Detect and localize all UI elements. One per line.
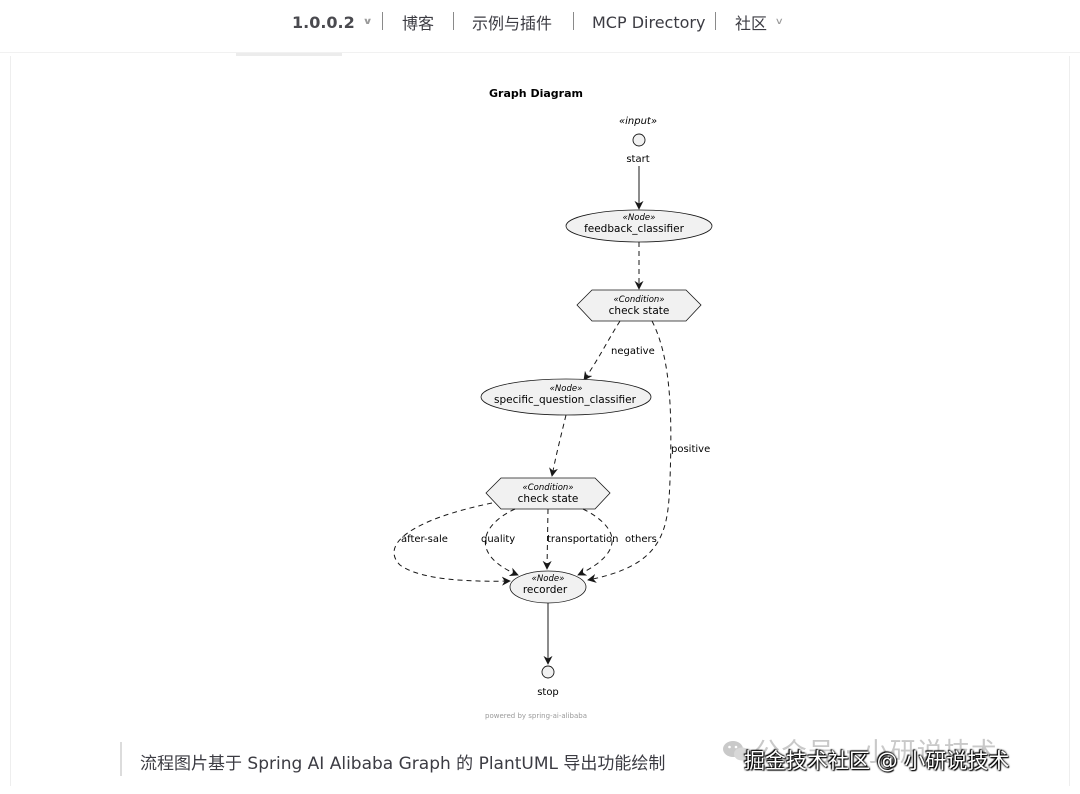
caption-quote-bar xyxy=(120,742,122,776)
chevron-down-icon: ∨ xyxy=(362,17,373,27)
nav-mcp-label: MCP Directory xyxy=(592,12,706,32)
nav-community-label: 社区 xyxy=(735,14,768,33)
nav-community-dropdown[interactable]: 社区 ∨ xyxy=(735,11,784,33)
stop-label: stop xyxy=(537,687,559,698)
edge-label-after-sale: after-sale xyxy=(401,534,448,545)
node-label: feedback_classifier xyxy=(584,223,685,235)
node-label: specific_question_classifier xyxy=(494,394,637,406)
edge-quality xyxy=(484,508,519,577)
start-label: start xyxy=(626,154,649,165)
edge-transportation xyxy=(542,508,552,570)
nav-item-blog[interactable]: 博客 xyxy=(402,11,434,33)
input-stereotype: «input» xyxy=(619,116,657,127)
content-frame xyxy=(10,56,1070,786)
chevron-down-icon: ∨ xyxy=(774,17,784,27)
nav-divider xyxy=(453,12,454,30)
condition-label: check state xyxy=(609,305,670,317)
condition-stereotype: «Condition» xyxy=(613,295,664,305)
nav-blog-label: 博客 xyxy=(402,14,435,33)
diagram-title: Graph Diagram xyxy=(489,87,583,100)
edge-label-transportation: transportation xyxy=(547,534,619,545)
image-caption: 流程图片基于 Spring AI Alibaba Graph 的 PlantUM… xyxy=(140,754,666,774)
edge-after-sale xyxy=(393,502,511,586)
top-navigation: 1.0.0.2 ∨ 博客 示例与插件 MCP Directory 社区 ∨ xyxy=(0,0,1080,53)
condition-stereotype: «Condition» xyxy=(522,483,573,493)
node-stereotype: «Node» xyxy=(623,213,656,223)
node-stereotype: «Node» xyxy=(532,574,565,584)
nav-divider xyxy=(573,12,574,30)
start-circle xyxy=(632,133,646,147)
edge-label-quality: quality xyxy=(481,534,515,545)
nav-version-dropdown[interactable]: 1.0.0.2 ∨ xyxy=(292,11,373,33)
condition-check-state-2 xyxy=(485,477,611,510)
watermark-main: 掘金技术社区 @ 小研说技术 xyxy=(744,749,1010,773)
content-tab-indicator xyxy=(236,53,342,56)
node-stereotype: «Node» xyxy=(550,384,583,394)
nav-examples-label: 示例与插件 xyxy=(472,14,553,33)
nav-item-examples-plugins[interactable]: 示例与插件 xyxy=(472,11,552,33)
edge-label-others: others xyxy=(625,534,657,545)
stop-circle xyxy=(541,665,555,679)
watermark-faded: 公众号 · 小研说技术 xyxy=(754,738,998,768)
condition-label: check state xyxy=(518,493,579,505)
nav-item-mcp-directory[interactable]: MCP Directory xyxy=(592,11,705,33)
node-label: recorder xyxy=(523,584,568,596)
edge-specific-to-check xyxy=(549,414,567,477)
wechat-icon xyxy=(723,741,750,761)
edge-label-negative: negative xyxy=(611,346,655,357)
edge-label-positive: positive xyxy=(671,444,710,455)
nav-divider xyxy=(382,12,383,30)
diagram-footer: powered by spring-ai-alibaba xyxy=(485,712,587,720)
condition-check-state-1 xyxy=(576,289,702,322)
nav-version-label: 1.0.0.2 xyxy=(292,12,355,32)
edge-others xyxy=(577,508,613,576)
nav-divider xyxy=(715,12,716,30)
